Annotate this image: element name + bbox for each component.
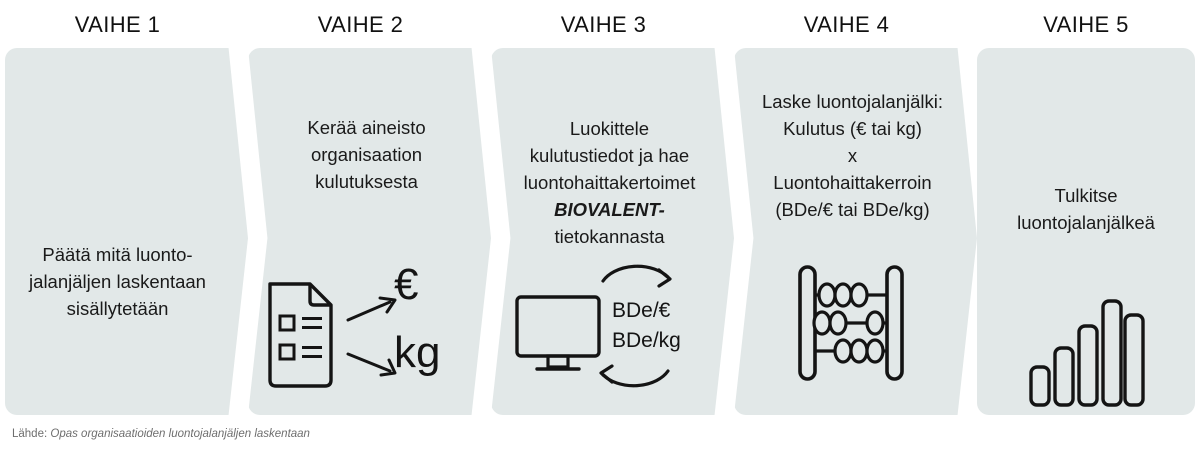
stage-shape-3 xyxy=(491,48,734,415)
stage-text-3-part-1: Luokittele kulutustiedot ja hae luontoha… xyxy=(523,118,696,193)
stage-header-2: VAIHE 2 xyxy=(317,12,404,37)
stage-graphic-2: € kg xyxy=(248,253,491,403)
stage-header-5: VAIHE 5 xyxy=(1043,12,1129,37)
stage-panel-2[interactable]: Kerää aineisto organisaation kulutuksest… xyxy=(248,48,491,415)
stage-body-5: Tulkitse luontojalanjälkeä xyxy=(977,48,1195,415)
stage-panel-5[interactable]: Tulkitse luontojalanjälkeä xyxy=(977,48,1195,415)
stage-panel-3[interactable]: Luokittele kulutustiedot ja hae luontoha… xyxy=(491,48,734,415)
stage-text-3-part-3: tietokannasta xyxy=(554,226,665,247)
stage-text-3-emphasis: BIOVALENT- xyxy=(554,199,665,220)
stage-header-3: VAIHE 3 xyxy=(560,12,647,37)
abacus-icon xyxy=(797,265,904,381)
stage-body-3: Luokittele kulutustiedot ja hae luontoha… xyxy=(491,48,734,415)
unit-kg-label: kg xyxy=(394,328,441,377)
stage-panel-1[interactable]: Päätä mitä luonto- jalanjäljen laskentaa… xyxy=(5,48,248,415)
stage-graphic-4 xyxy=(734,244,977,404)
source-label: Lähde: xyxy=(12,428,51,440)
source-note: Lähde: Opas organisaatioiden luontojalan… xyxy=(12,428,310,440)
stage-text-3: Luokittele kulutustiedot ja hae luontoha… xyxy=(491,88,734,250)
bar-chart-icon xyxy=(1029,299,1145,407)
stage-panel-4[interactable]: Laske luontojalanjälki: Kulutus (€ tai k… xyxy=(734,48,977,415)
stage-shape-2 xyxy=(248,48,491,415)
stage-graphic-5 xyxy=(977,288,1195,418)
stage-header-1: VAIHE 1 xyxy=(74,12,161,37)
stage-text-5: Tulkitse luontojalanjälkeä xyxy=(1017,185,1155,233)
stage-body-1: Päätä mitä luonto- jalanjäljen laskentaa… xyxy=(5,48,248,415)
stage-header-4: VAIHE 4 xyxy=(803,12,890,37)
bde-unit-labels: BDe/€ BDe/kg xyxy=(612,299,681,352)
stage-graphic-3: BDe/€ BDe/kg xyxy=(491,248,734,408)
stage-text-1: Päätä mitä luonto- jalanjäljen laskentaa… xyxy=(29,244,206,319)
unit-euro-label: € xyxy=(394,260,419,309)
stage-body-4: Laske luontojalanjälki: Kulutus (€ tai k… xyxy=(734,48,977,415)
stage-text-4: Laske luontojalanjälki: Kulutus (€ tai k… xyxy=(761,91,943,220)
monitor-icon xyxy=(514,264,672,388)
stage-shape-1 xyxy=(5,48,248,415)
document-checklist-icon xyxy=(268,282,397,388)
source-title: Opas organisaatioiden luontojalanjäljen … xyxy=(50,428,310,440)
stage-shape-5 xyxy=(977,48,1195,415)
stage-text-2: Kerää aineisto organisaation kulutuksest… xyxy=(307,117,426,192)
stage-body-2: Kerää aineisto organisaation kulutuksest… xyxy=(248,48,491,415)
